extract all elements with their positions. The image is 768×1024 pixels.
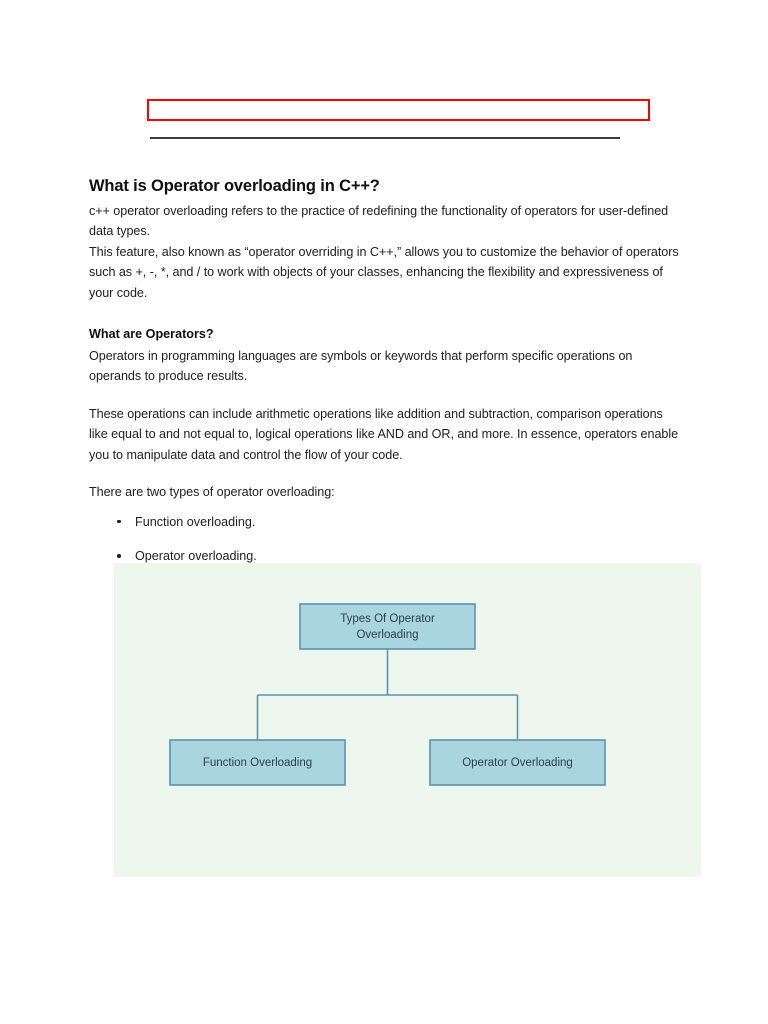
spacer <box>89 303 681 324</box>
spacer <box>89 465 681 482</box>
operators-paragraph-1: Operators in programming languages are s… <box>89 348 633 384</box>
list-item: Function overloading. <box>89 512 681 533</box>
node-operator-box <box>429 739 606 786</box>
diagram-node-operator-overloading: Operator Overloading <box>429 739 606 786</box>
diagram-node-function-overloading: Function Overloading <box>169 739 346 786</box>
list-item-label: Function overloading. <box>135 514 256 529</box>
node-function-label: Function Overloading <box>203 757 312 769</box>
bullet-icon <box>117 519 121 524</box>
list-item-label: Operator overloading. <box>135 549 257 564</box>
node-root-box <box>299 603 476 650</box>
node-operator-label: Operator Overloading <box>462 757 573 769</box>
document-content: What is Operator overloading in C++? c++… <box>89 176 681 581</box>
operators-paragraph-2: These operations can include arithmetic … <box>89 406 679 462</box>
list-intro: There are two types of operator overload… <box>89 485 335 500</box>
section-heading-operators: What are Operators? <box>89 327 214 342</box>
intro-paragraph-2: This feature, also known as “operator ov… <box>89 244 679 300</box>
spacer <box>89 387 681 404</box>
empty-red-box <box>147 99 650 121</box>
operator-overloading-diagram: Types Of Operator Overloading Function O… <box>114 563 701 877</box>
diagram-node-root: Types Of Operator Overloading <box>299 603 476 650</box>
horizontal-rule <box>150 137 620 139</box>
bullet-icon <box>117 554 121 558</box>
intro-paragraph-1: c++ operator overloading refers to the p… <box>89 203 669 239</box>
overloading-types-list: Function overloading. Operator overloadi… <box>89 512 681 567</box>
node-function-box <box>169 739 346 786</box>
node-root-label-line2: Overloading <box>356 629 418 641</box>
diagram-canvas: Types Of Operator Overloading Function O… <box>169 603 606 786</box>
list-item: Operator overloading. <box>89 546 681 567</box>
page-title: What is Operator overloading in C++? <box>89 177 380 195</box>
node-root-label-line1: Types Of Operator <box>340 613 435 625</box>
